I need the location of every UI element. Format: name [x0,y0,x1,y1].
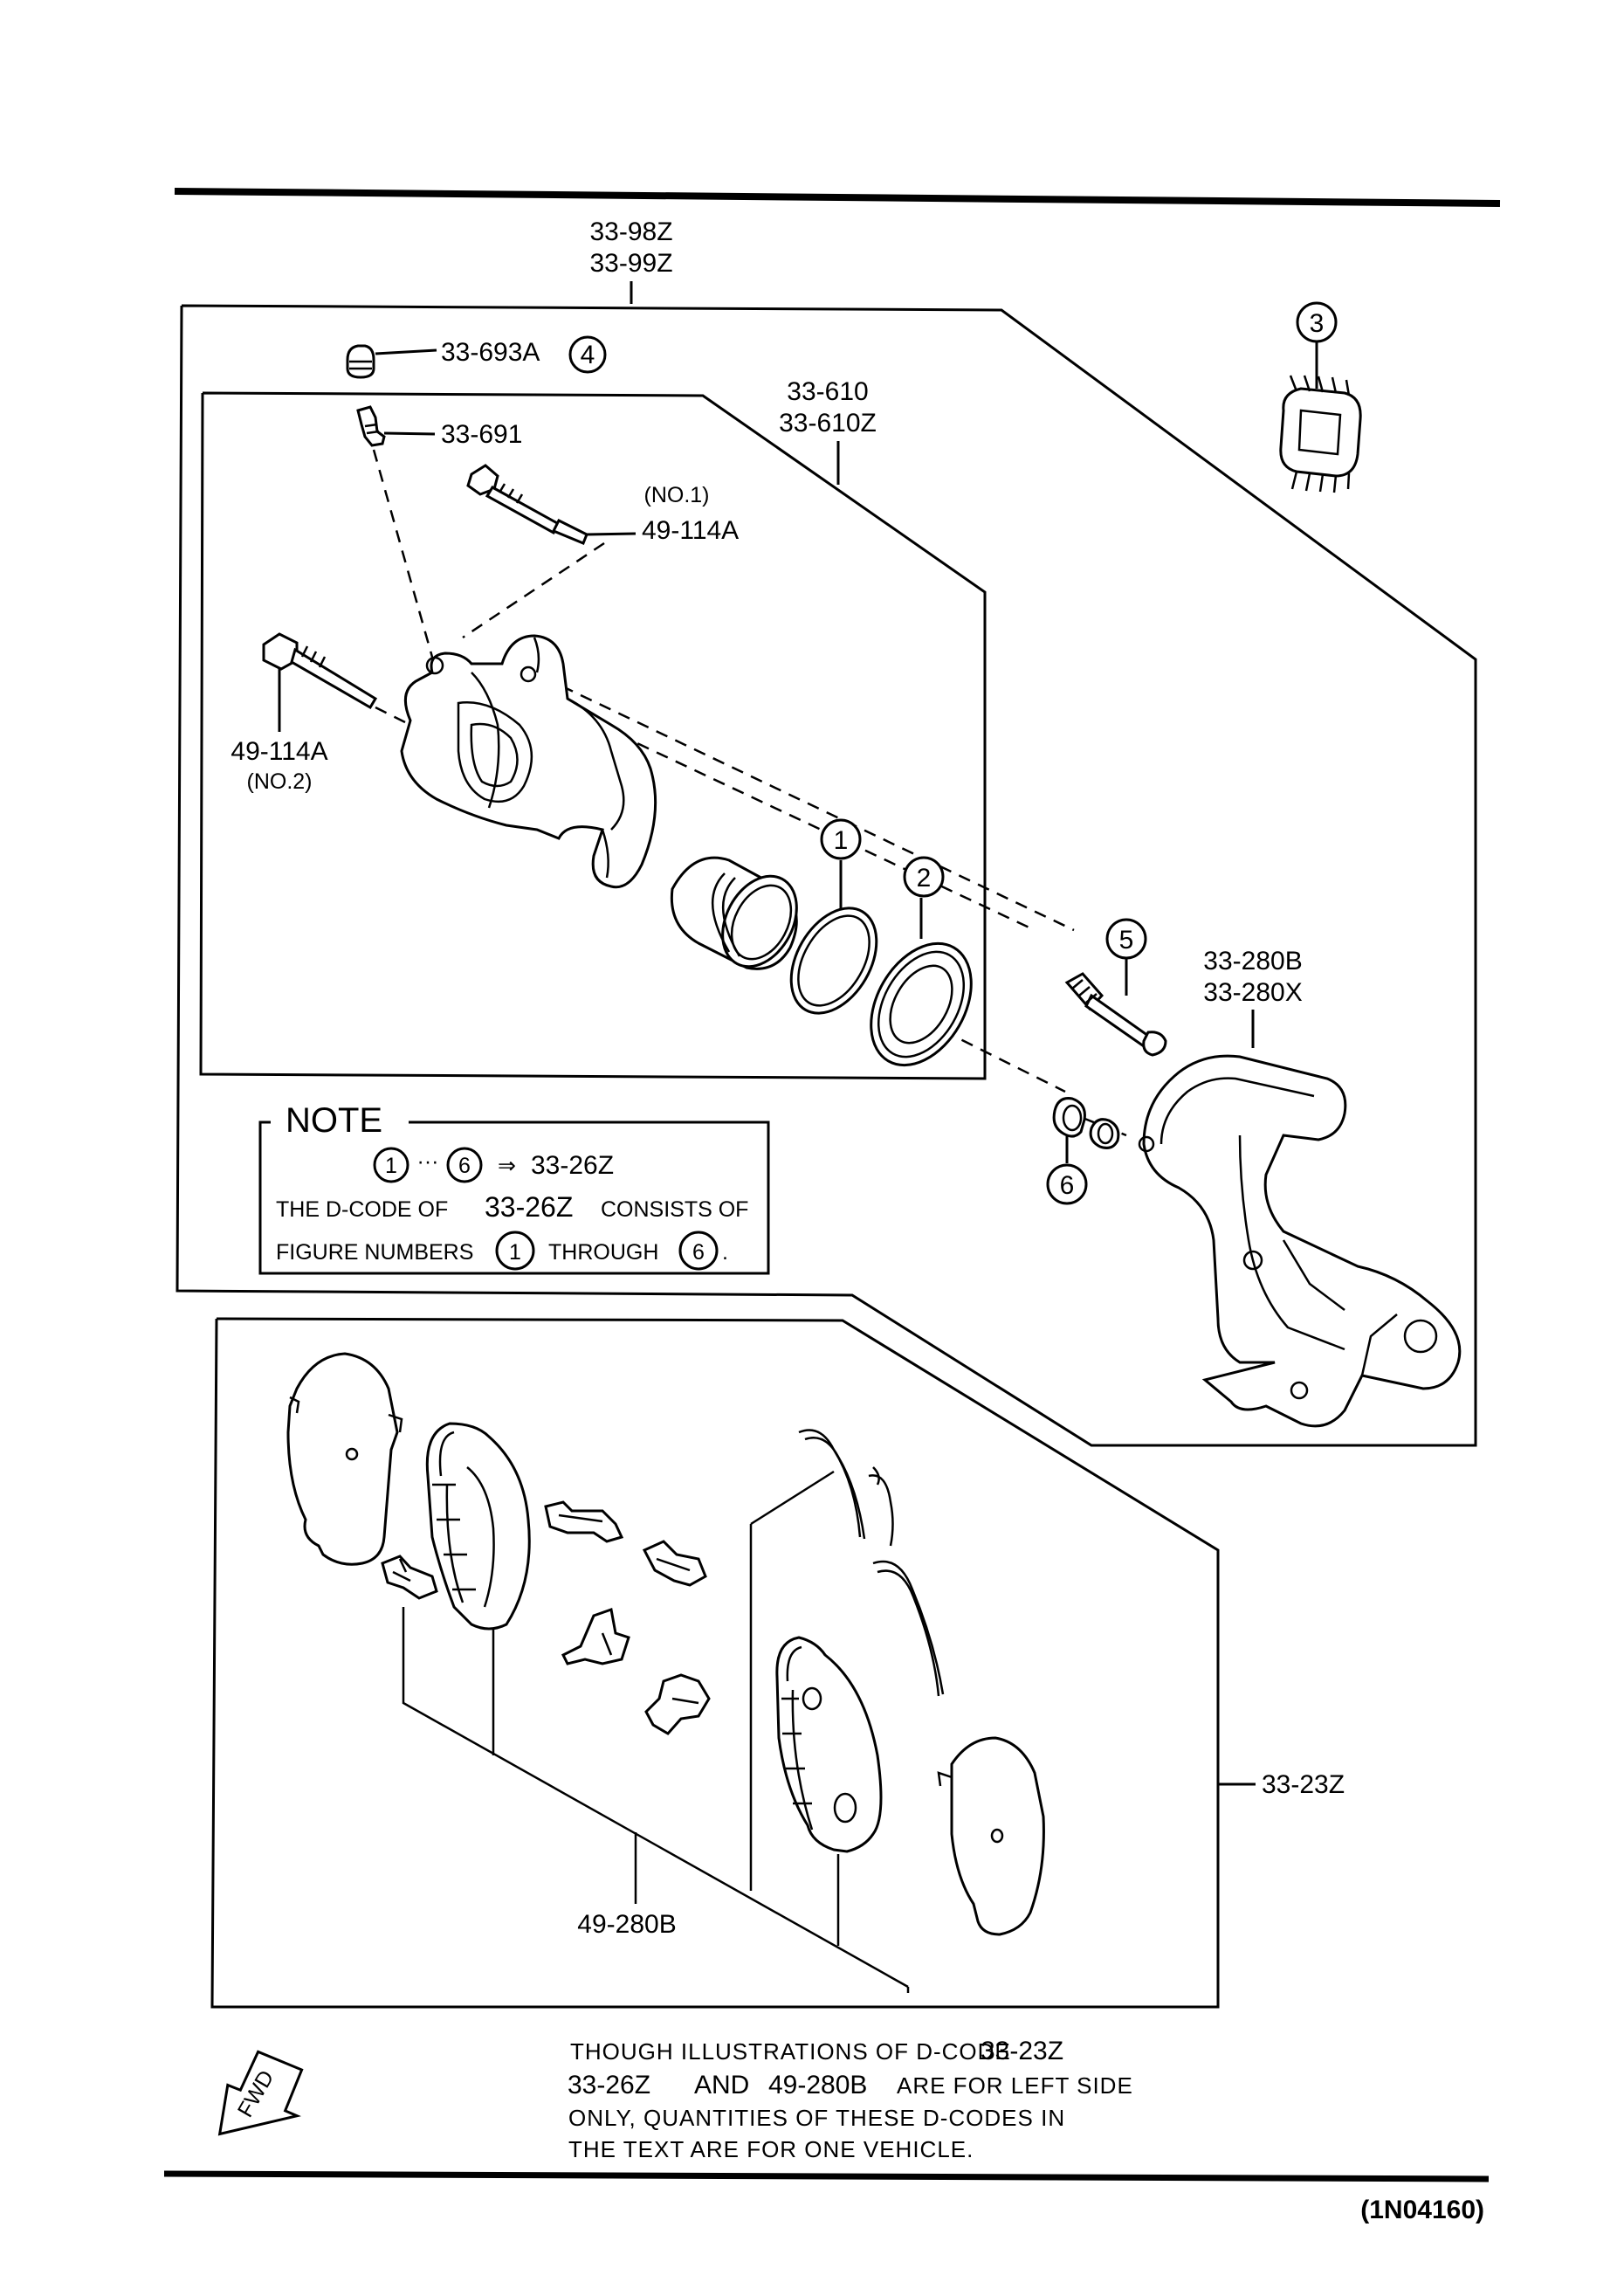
figure-number-3: 3 [1310,309,1325,338]
footer-line4: THE TEXT ARE FOR ONE VEHICLE. [568,2136,974,2162]
pin-no1-label: (NO.1) [644,483,710,507]
pad-kit-label: 33-23Z [1218,1770,1345,1799]
pad-kit-code: 33-23Z [1262,1770,1345,1799]
pad-kit-frame [210,1317,1220,2009]
guide-pin-no2: 49-114A (NO.2) [231,632,378,794]
note-line3-mid: THROUGH [548,1240,658,1265]
forward-direction-arrow: FWD [217,2050,304,2136]
guide-pin-no1: (NO.1) 49-114A [466,464,739,545]
figure-number-4-circle [568,335,607,374]
brake-pad-inner [775,1636,883,1853]
pad-shim-inner [937,1736,1045,1936]
grease-packet: 3 [1279,301,1362,493]
note-line2-a: THE D-CODE OF [276,1197,448,1222]
pad-retaining-spring-bottom [644,1673,711,1735]
pad-retaining-spring-lower [561,1608,630,1665]
assembly-code-1: 33-98Z [589,217,672,246]
caliper-body [400,634,657,889]
pad-set-bracket: 49-280B [402,1470,910,1993]
figure-number-6: 6 [1060,1171,1075,1200]
pad-shim-outer [286,1352,403,1566]
dust-boot: 2 [870,856,973,1067]
pad-set-code: 49-280B [577,1910,676,1939]
pad-clip-left [381,1555,438,1600]
caliper-frame [199,391,987,1080]
bottom-rule [163,2170,1490,2182]
wear-indicator-wires [798,1429,945,1697]
figure-number-1: 1 [834,826,849,855]
reference-code: (1N04160) [1360,2196,1484,2224]
cap-part: 33-693A 4 [346,335,607,379]
footer-line2-code1: 33-26Z [568,2071,650,2099]
note-line2-b: CONSISTS OF [601,1197,748,1222]
assembly-frame [175,304,1477,1447]
note-line3-to: 6 [692,1240,705,1265]
note-line3-end: . [722,1240,728,1265]
note-line3-a: FIGURE NUMBERS [276,1240,473,1265]
note-line3-from: 1 [509,1240,521,1265]
figure-number-6-circle [1046,1163,1088,1205]
note-range-to: 6 [458,1154,471,1178]
note-range-arrow: ⇒ [498,1154,516,1178]
footer-line2-b: ARE FOR LEFT SIDE [897,2072,1133,2099]
figure-number-4: 4 [581,341,595,369]
pin-boots-6: 6 [1046,1097,1120,1205]
caliper-bracket [1138,1054,1462,1428]
caliper-code-2: 33-610Z [779,409,877,438]
caliper-label: 33-610 33-610Z [779,377,877,485]
footer-note: THOUGH ILLUSTRATIONS OF D-CODE 33-23Z 33… [568,2037,1133,2162]
bleeder-part: 33-691 [356,405,522,449]
pin-no1-code: 49-114A [642,516,739,545]
footer-line1-a: THOUGH ILLUSTRATIONS OF D-CODE [570,2038,1011,2065]
brake-pad-outer [425,1422,531,1631]
cap-code: 33-693A [441,338,540,367]
piston [670,856,798,970]
top-rule [174,188,1501,207]
figure-number-1-circle [820,818,862,860]
footer-line2-a: AND [694,2071,749,2099]
guide-pin-5: 5 [1064,918,1167,1057]
pad-retaining-spring-top [544,1500,624,1543]
footer-line2-code2: 49-280B [768,2071,867,2099]
note-range-code: 33-26Z [531,1151,614,1180]
caliper-code-1: 33-610 [787,377,868,406]
assembly-label: 33-98Z 33-99Z [589,217,673,304]
bracket-label: 33-280B 33-280X [1203,947,1303,1048]
figure-number-2: 2 [917,864,932,893]
piston-seal: 1 [789,818,878,1015]
pin-no2-code: 49-114A [231,737,327,766]
pin-no2-label: (NO.2) [247,769,313,794]
figure-number-5: 5 [1119,926,1134,955]
bleeder-code: 33-691 [441,420,522,449]
footer-line1-code: 33-23Z [981,2037,1063,2065]
note-range-dots: ··· [417,1149,439,1174]
bracket-code-2: 33-280X [1203,978,1302,1007]
note-range-from: 1 [385,1154,397,1178]
figure-number-2-circle [903,856,945,898]
footer-line3: ONLY, QUANTITIES OF THESE D-CODES IN [568,2105,1065,2131]
note-line2-code: 33-26Z [485,1191,573,1223]
pad-retaining-spring-mid [642,1540,707,1587]
note-title: NOTE [286,1101,382,1140]
note-box: NOTE 1 ··· 6 ⇒ 33-26Z THE D-CODE OF 33-2… [258,1101,770,1275]
assembly-code-2: 33-99Z [589,249,672,278]
bracket-code-1: 33-280B [1203,947,1302,976]
